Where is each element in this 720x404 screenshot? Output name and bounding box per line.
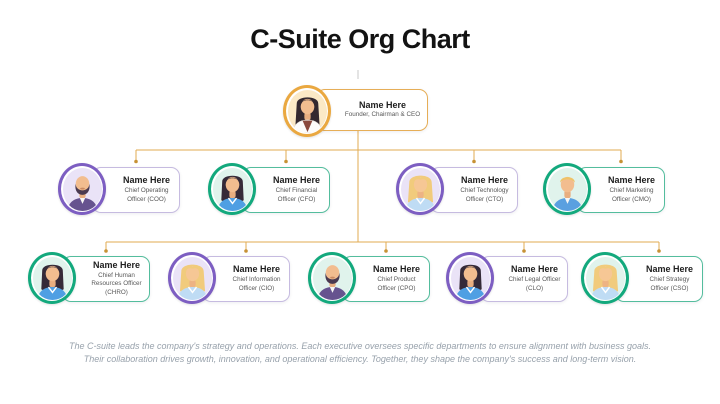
org-card-cso: Name Here Chief Strategy Officer (CSO)	[615, 256, 703, 302]
avatar-woman-ceo-icon	[283, 85, 331, 137]
footer-description: The C-suite leads the company's strategy…	[68, 341, 652, 364]
page-title: C-Suite Org Chart	[250, 24, 470, 54]
person-role: Chief Technology Officer (CTO)	[460, 186, 509, 203]
avatar-blonde-person-icon	[396, 163, 444, 215]
avatar-blonde-person-icon	[581, 252, 629, 304]
person-role: Chief Information Officer (CIO)	[232, 275, 281, 292]
person-name: Name Here	[460, 175, 509, 186]
avatar-bald-man-beard-icon	[308, 252, 356, 304]
person-name: Name Here	[510, 264, 559, 275]
avatar-blonde-person-icon	[168, 252, 216, 304]
person-role: Chief Financial Officer (CFO)	[275, 186, 318, 203]
org-card-chro: Name Here Chief Human Resources Officer …	[62, 256, 150, 302]
person-name: Name Here	[92, 260, 141, 271]
person-name: Name Here	[372, 264, 421, 275]
person-name: Name Here	[122, 175, 171, 186]
person-role: Chief Human Resources Officer (CHRO)	[91, 271, 142, 297]
avatar-bald-man-beard-icon	[58, 163, 106, 215]
person-name: Name Here	[232, 264, 281, 275]
avatar-woman-icon	[208, 163, 256, 215]
org-card-cpo: Name Here Chief Product Officer (CPO)	[342, 256, 430, 302]
person-role: Chief Strategy Officer (CSO)	[649, 275, 690, 292]
org-card-cfo: Name Here Chief Financial Officer (CFO)	[242, 167, 330, 213]
org-card-cio: Name Here Chief Information Officer (CIO…	[202, 256, 290, 302]
person-name: Name Here	[358, 99, 407, 110]
person-name: Name Here	[272, 175, 321, 186]
person-name: Name Here	[607, 175, 656, 186]
org-card-ceo: Name Here Founder, Chairman & CEO	[316, 89, 428, 131]
person-role: Chief Product Officer (CPO)	[377, 275, 416, 292]
org-card-clo: Name Here Chief Legal Officer (CLO)	[480, 256, 568, 302]
avatar-woman-icon	[446, 252, 494, 304]
person-role: Chief Operating Officer (COO)	[124, 186, 169, 203]
person-role: Founder, Chairman & CEO	[344, 111, 421, 119]
person-role: Chief Legal Officer (CLO)	[508, 275, 561, 292]
org-card-coo: Name Here Chief Operating Officer (COO)	[92, 167, 180, 213]
person-role: Chief Marketing Officer (CMO)	[609, 186, 654, 203]
avatar-woman-icon	[28, 252, 76, 304]
avatar-blonde-man-icon	[543, 163, 591, 215]
person-name: Name Here	[645, 264, 694, 275]
org-card-cmo: Name Here Chief Marketing Officer (CMO)	[577, 167, 665, 213]
org-card-cto: Name Here Chief Technology Officer (CTO)	[430, 167, 518, 213]
